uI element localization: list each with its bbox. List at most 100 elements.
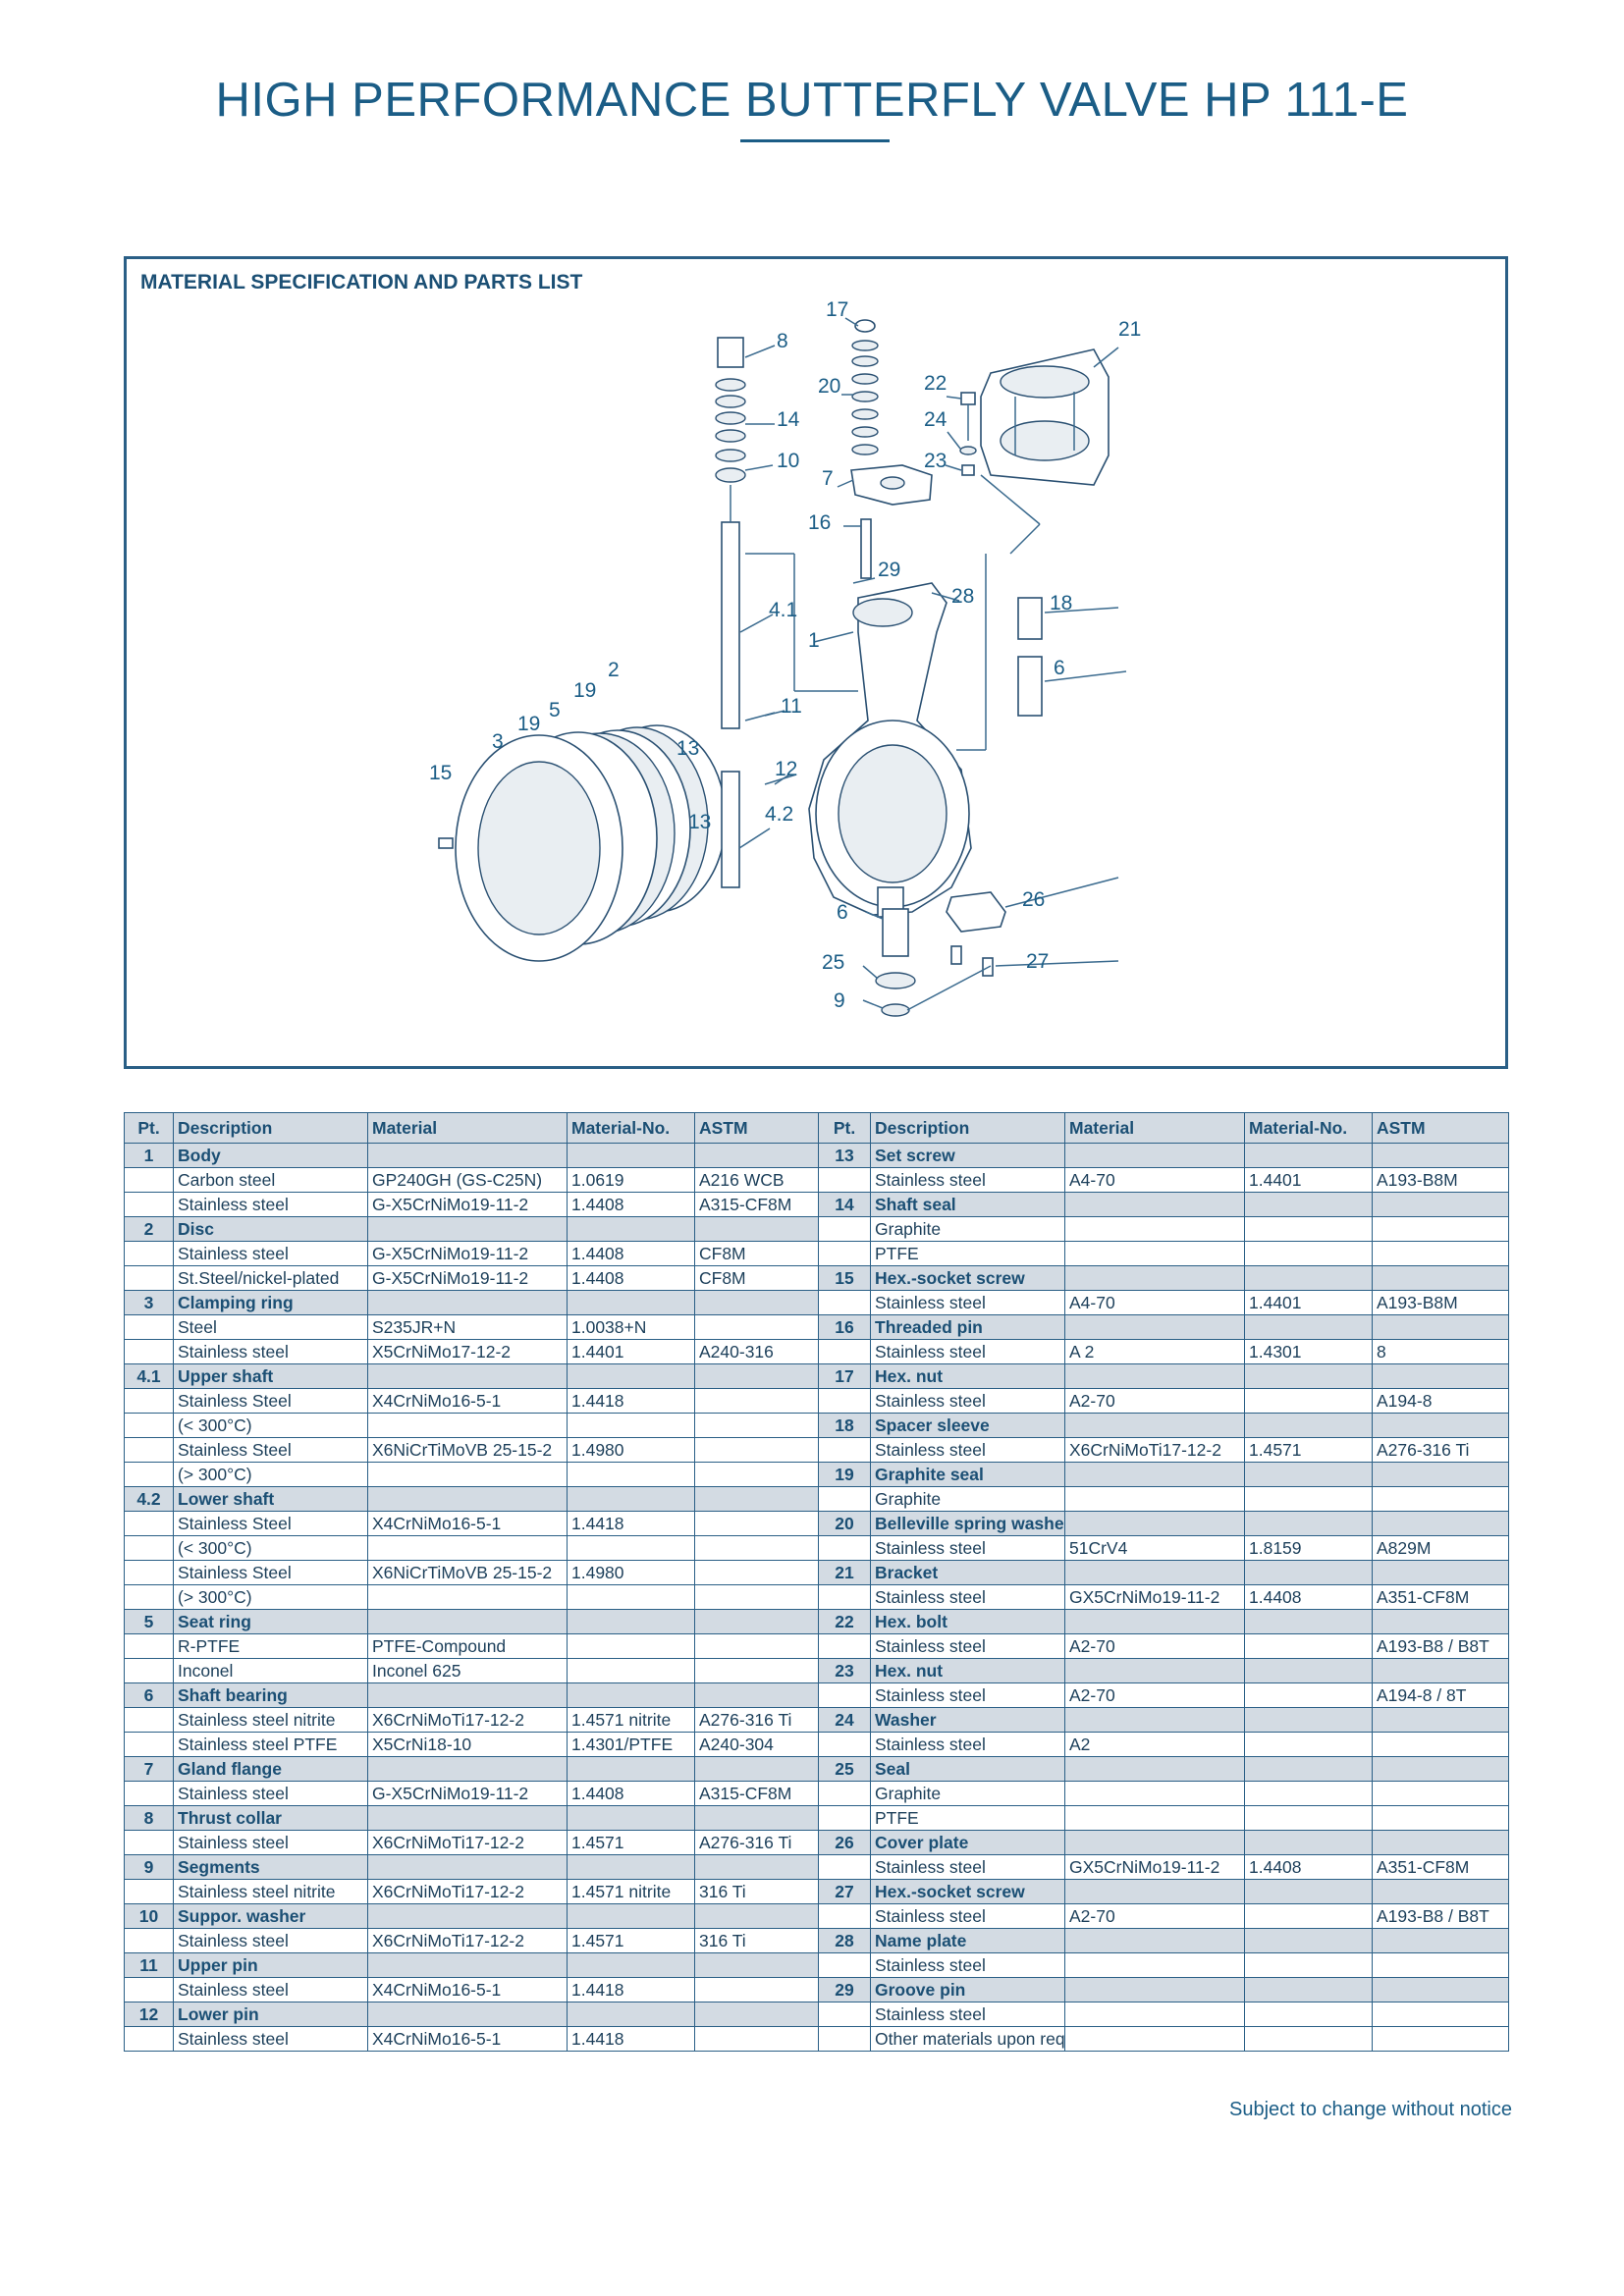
cell-material-no — [1244, 1192, 1373, 1217]
callout: 6 — [1054, 657, 1065, 679]
cell-astm: A829M — [1372, 1535, 1509, 1561]
cell-description: Stainless steel — [173, 2026, 368, 2052]
leader-lines — [738, 317, 1127, 1011]
cell-material: X6NiCrTiMoVB 25-15-2 — [367, 1437, 568, 1463]
cell-description: Stainless steel — [870, 1682, 1065, 1708]
cell-astm — [694, 1314, 819, 1340]
cell-description: Hex.-socket screw — [870, 1265, 1065, 1291]
cell-material-no: 1.4571 — [567, 1830, 695, 1855]
cell-pt: 20 — [818, 1511, 871, 1536]
cell-astm — [1372, 1781, 1509, 1806]
cell-description: Groove pin — [870, 1977, 1065, 2002]
cell-pt: 26 — [818, 1830, 871, 1855]
cell-description: Graphite seal — [870, 1462, 1065, 1487]
cell-astm: 8 — [1372, 1339, 1509, 1364]
callout: 6 — [837, 901, 848, 924]
cell-material — [367, 1290, 568, 1315]
col-header-material-no: Material-No. — [567, 1112, 695, 1144]
cell-material-no: 1.4980 — [567, 1437, 695, 1463]
cell-material-no — [1244, 1928, 1373, 1953]
cell-astm — [1372, 1732, 1509, 1757]
cell-description: Name plate — [870, 1928, 1065, 1953]
cell-material-no — [1244, 1805, 1373, 1831]
cell-material-no: 1.4408 — [567, 1192, 695, 1217]
cell-pt — [124, 1167, 174, 1193]
cell-material — [1064, 1314, 1245, 1340]
cell-material — [367, 1535, 568, 1561]
cell-pt — [818, 1486, 871, 1512]
cell-astm — [694, 1609, 819, 1634]
cell-material — [1064, 1977, 1245, 2002]
table-row: (> 300°C) — [124, 1462, 819, 1487]
cell-description: R-PTFE — [173, 1633, 368, 1659]
cell-description: Lower pin — [173, 2002, 368, 2027]
cell-pt: 2 — [124, 1216, 174, 1242]
cell-material: A2-70 — [1064, 1633, 1245, 1659]
cell-pt: 13 — [818, 1143, 871, 1168]
cell-astm — [1372, 1928, 1509, 1953]
callout: 24 — [924, 408, 947, 431]
cell-material-no — [567, 1290, 695, 1315]
cell-material-no — [1244, 1732, 1373, 1757]
table-row: Other materials upon request — [818, 2026, 1509, 2052]
cell-material-no — [567, 1805, 695, 1831]
cell-material-no — [1244, 1707, 1373, 1733]
cell-description: Stainless Steel — [173, 1437, 368, 1463]
cell-material — [367, 2002, 568, 2027]
cell-astm: A193-B8M — [1372, 1290, 1509, 1315]
cell-description: Carbon steel — [173, 1167, 368, 1193]
cell-material-no: 1.4408 — [1244, 1854, 1373, 1880]
cell-description: Stainless steel nitrite — [173, 1879, 368, 1904]
callout-labels: 17 8 21 20 22 14 24 10 23 7 16 29 28 18 … — [429, 298, 1141, 1012]
cell-pt — [124, 1339, 174, 1364]
cell-description: Body — [173, 1143, 368, 1168]
table-row: Stainless steel — [818, 1952, 1509, 1978]
cell-material: GX5CrNiMo19-11-2 — [1064, 1584, 1245, 1610]
cell-material-no — [1244, 1830, 1373, 1855]
cell-material: A4-70 — [1064, 1167, 1245, 1193]
cell-astm: A240-304 — [694, 1732, 819, 1757]
lower-shaft-part — [721, 771, 740, 888]
cell-material — [367, 1584, 568, 1610]
cell-material — [1064, 1143, 1245, 1168]
cell-description: Stainless Steel — [173, 1388, 368, 1414]
cell-pt: 4.1 — [124, 1363, 174, 1389]
cell-pt: 25 — [818, 1756, 871, 1782]
cell-pt — [124, 1732, 174, 1757]
threaded-pin-part — [860, 518, 872, 579]
table-row: (< 300°C) — [124, 1535, 819, 1561]
cell-astm — [694, 1805, 819, 1831]
cell-material-no — [1244, 1952, 1373, 1978]
cell-pt — [818, 1339, 871, 1364]
cell-material-no: 1.4301/PTFE — [567, 1732, 695, 1757]
cell-astm — [694, 1511, 819, 1536]
cell-material: X5CrNiMo17-12-2 — [367, 1339, 568, 1364]
cell-material-no — [567, 1682, 695, 1708]
cell-material — [367, 1682, 568, 1708]
cell-pt: 1 — [124, 1143, 174, 1168]
cell-pt: 23 — [818, 1658, 871, 1683]
cell-material — [367, 1952, 568, 1978]
cell-material-no — [567, 1413, 695, 1438]
cell-pt: 21 — [818, 1560, 871, 1585]
cell-pt — [124, 1388, 174, 1414]
cell-description: Stainless steel — [870, 1339, 1065, 1364]
callout: 23 — [924, 450, 947, 472]
